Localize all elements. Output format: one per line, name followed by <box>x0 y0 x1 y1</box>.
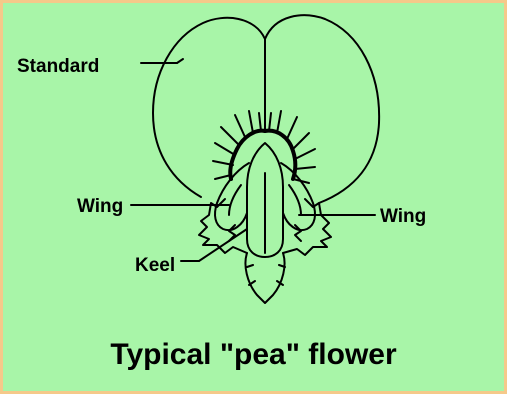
calyx-lower-lobe <box>245 253 284 303</box>
right-sepal <box>283 199 331 255</box>
leader-standard-tail <box>177 59 183 63</box>
diagram-caption: Typical "pea" flower <box>3 340 504 370</box>
label-wing-right: Wing <box>380 207 426 226</box>
label-standard: Standard <box>17 57 99 76</box>
standard-petal <box>153 15 379 203</box>
label-wing-left: Wing <box>77 197 123 216</box>
right-wing-petal <box>281 163 315 230</box>
label-keel: Keel <box>135 256 175 275</box>
